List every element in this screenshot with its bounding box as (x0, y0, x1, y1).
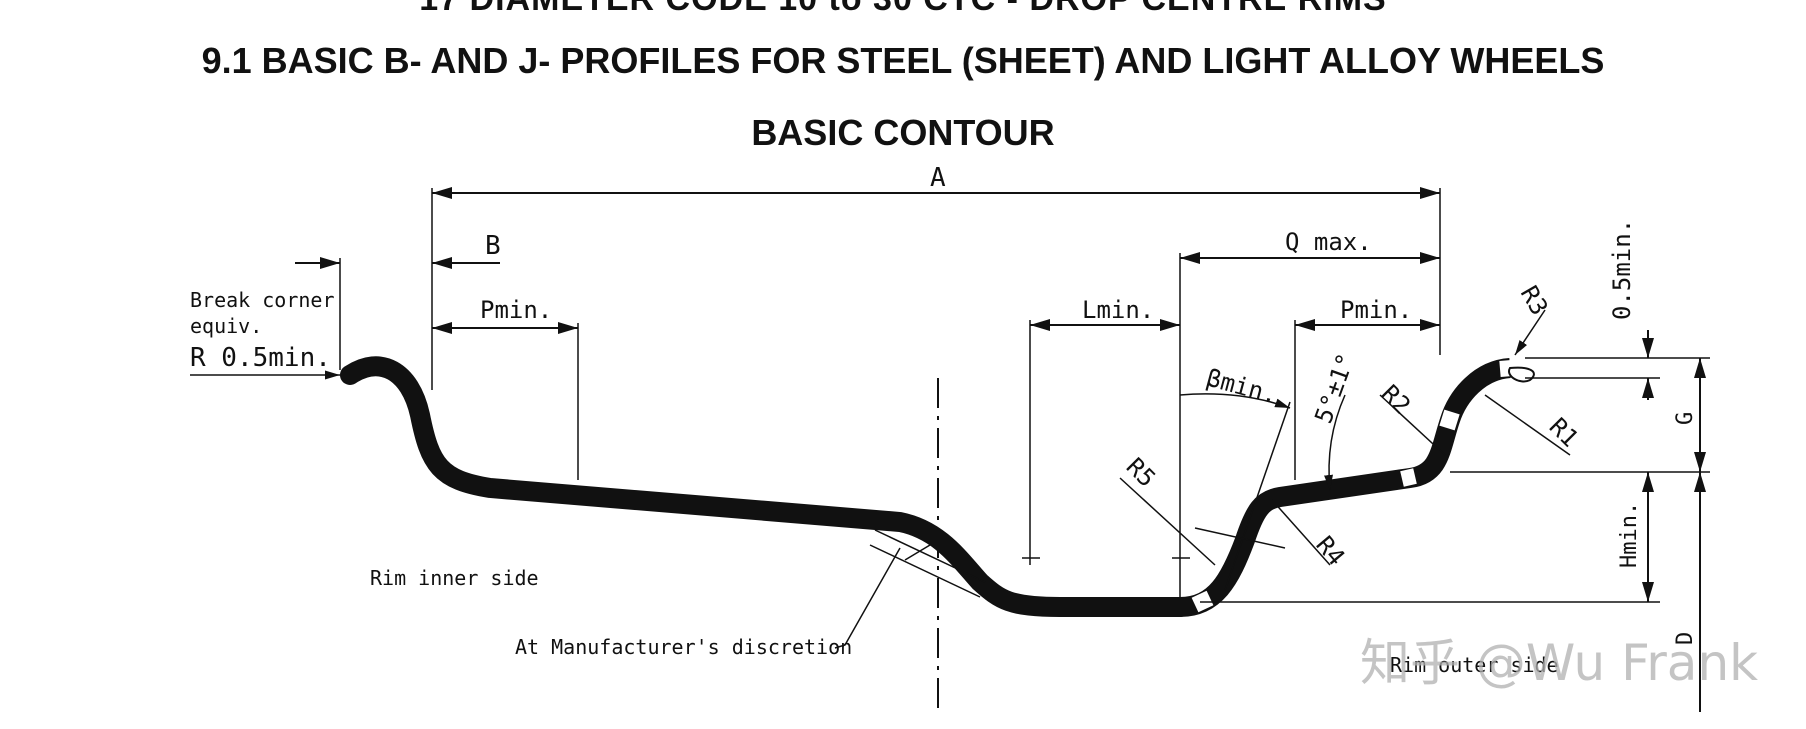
watermark: 知乎 @Wu Frank (1360, 634, 1758, 692)
cut-off-heading: 17 DIAMETER CODE 10 to 30 CTC - DROP CEN… (0, 0, 1806, 19)
rim-profile-left (340, 356, 1190, 617)
label-break-corner-3: R 0.5min. (190, 343, 331, 373)
manufacturer-leader (834, 547, 901, 649)
label-R4: R4 (1310, 531, 1350, 571)
hatch-2 (869, 544, 981, 598)
label-Qmax: Q max. (1285, 228, 1372, 256)
R4-leader (1271, 499, 1331, 566)
label-R5: R5 (1121, 452, 1161, 492)
label-rim-inner: Rim inner side (370, 566, 539, 590)
label-break-corner-1: Break corner (190, 288, 335, 312)
label-R1: R1 (1544, 412, 1584, 452)
label-Hmin: Hmin. (1617, 502, 1642, 568)
rim-profile-hump (1179, 358, 1512, 617)
label-D: D (1673, 632, 1698, 645)
label-angle: 5°±1° (1309, 350, 1360, 427)
section-title: 9.1 BASIC B- AND J- PROFILES FOR STEEL (… (201, 40, 1605, 81)
R5-leader (1119, 477, 1216, 566)
beta-arc (1179, 393, 1291, 409)
label-Pmin-right: Pmin. (1340, 296, 1412, 324)
sub-title: BASIC CONTOUR (751, 112, 1055, 153)
angle-arc (1324, 394, 1346, 491)
R3-leader (1514, 309, 1546, 356)
label-rim-outer: Rim outer side (1390, 653, 1559, 677)
R1-leader (1484, 394, 1571, 456)
label-manufacturer: At Manufacturer's discretion (515, 635, 852, 659)
label-Lmin: Lmin. (1082, 296, 1154, 324)
label-B: B (485, 231, 501, 261)
label-R2: R2 (1376, 379, 1416, 419)
label-G: G (1673, 412, 1698, 425)
beta-line (1224, 401, 1291, 591)
label-R3: R3 (1515, 281, 1554, 320)
label-beta-min: βmin. (1203, 364, 1280, 410)
hatch-1 (874, 529, 986, 583)
label-Pmin-left: Pmin. (480, 296, 552, 324)
R2-leader (1379, 394, 1446, 456)
hatch-3 (904, 544, 931, 561)
rim-flange-tip (1508, 366, 1535, 383)
label-half-min: 0.5min. (1608, 219, 1636, 320)
label-break-corner-2: equiv. (190, 314, 262, 338)
R4-axis (1194, 527, 1286, 549)
label-A: A (930, 163, 946, 193)
